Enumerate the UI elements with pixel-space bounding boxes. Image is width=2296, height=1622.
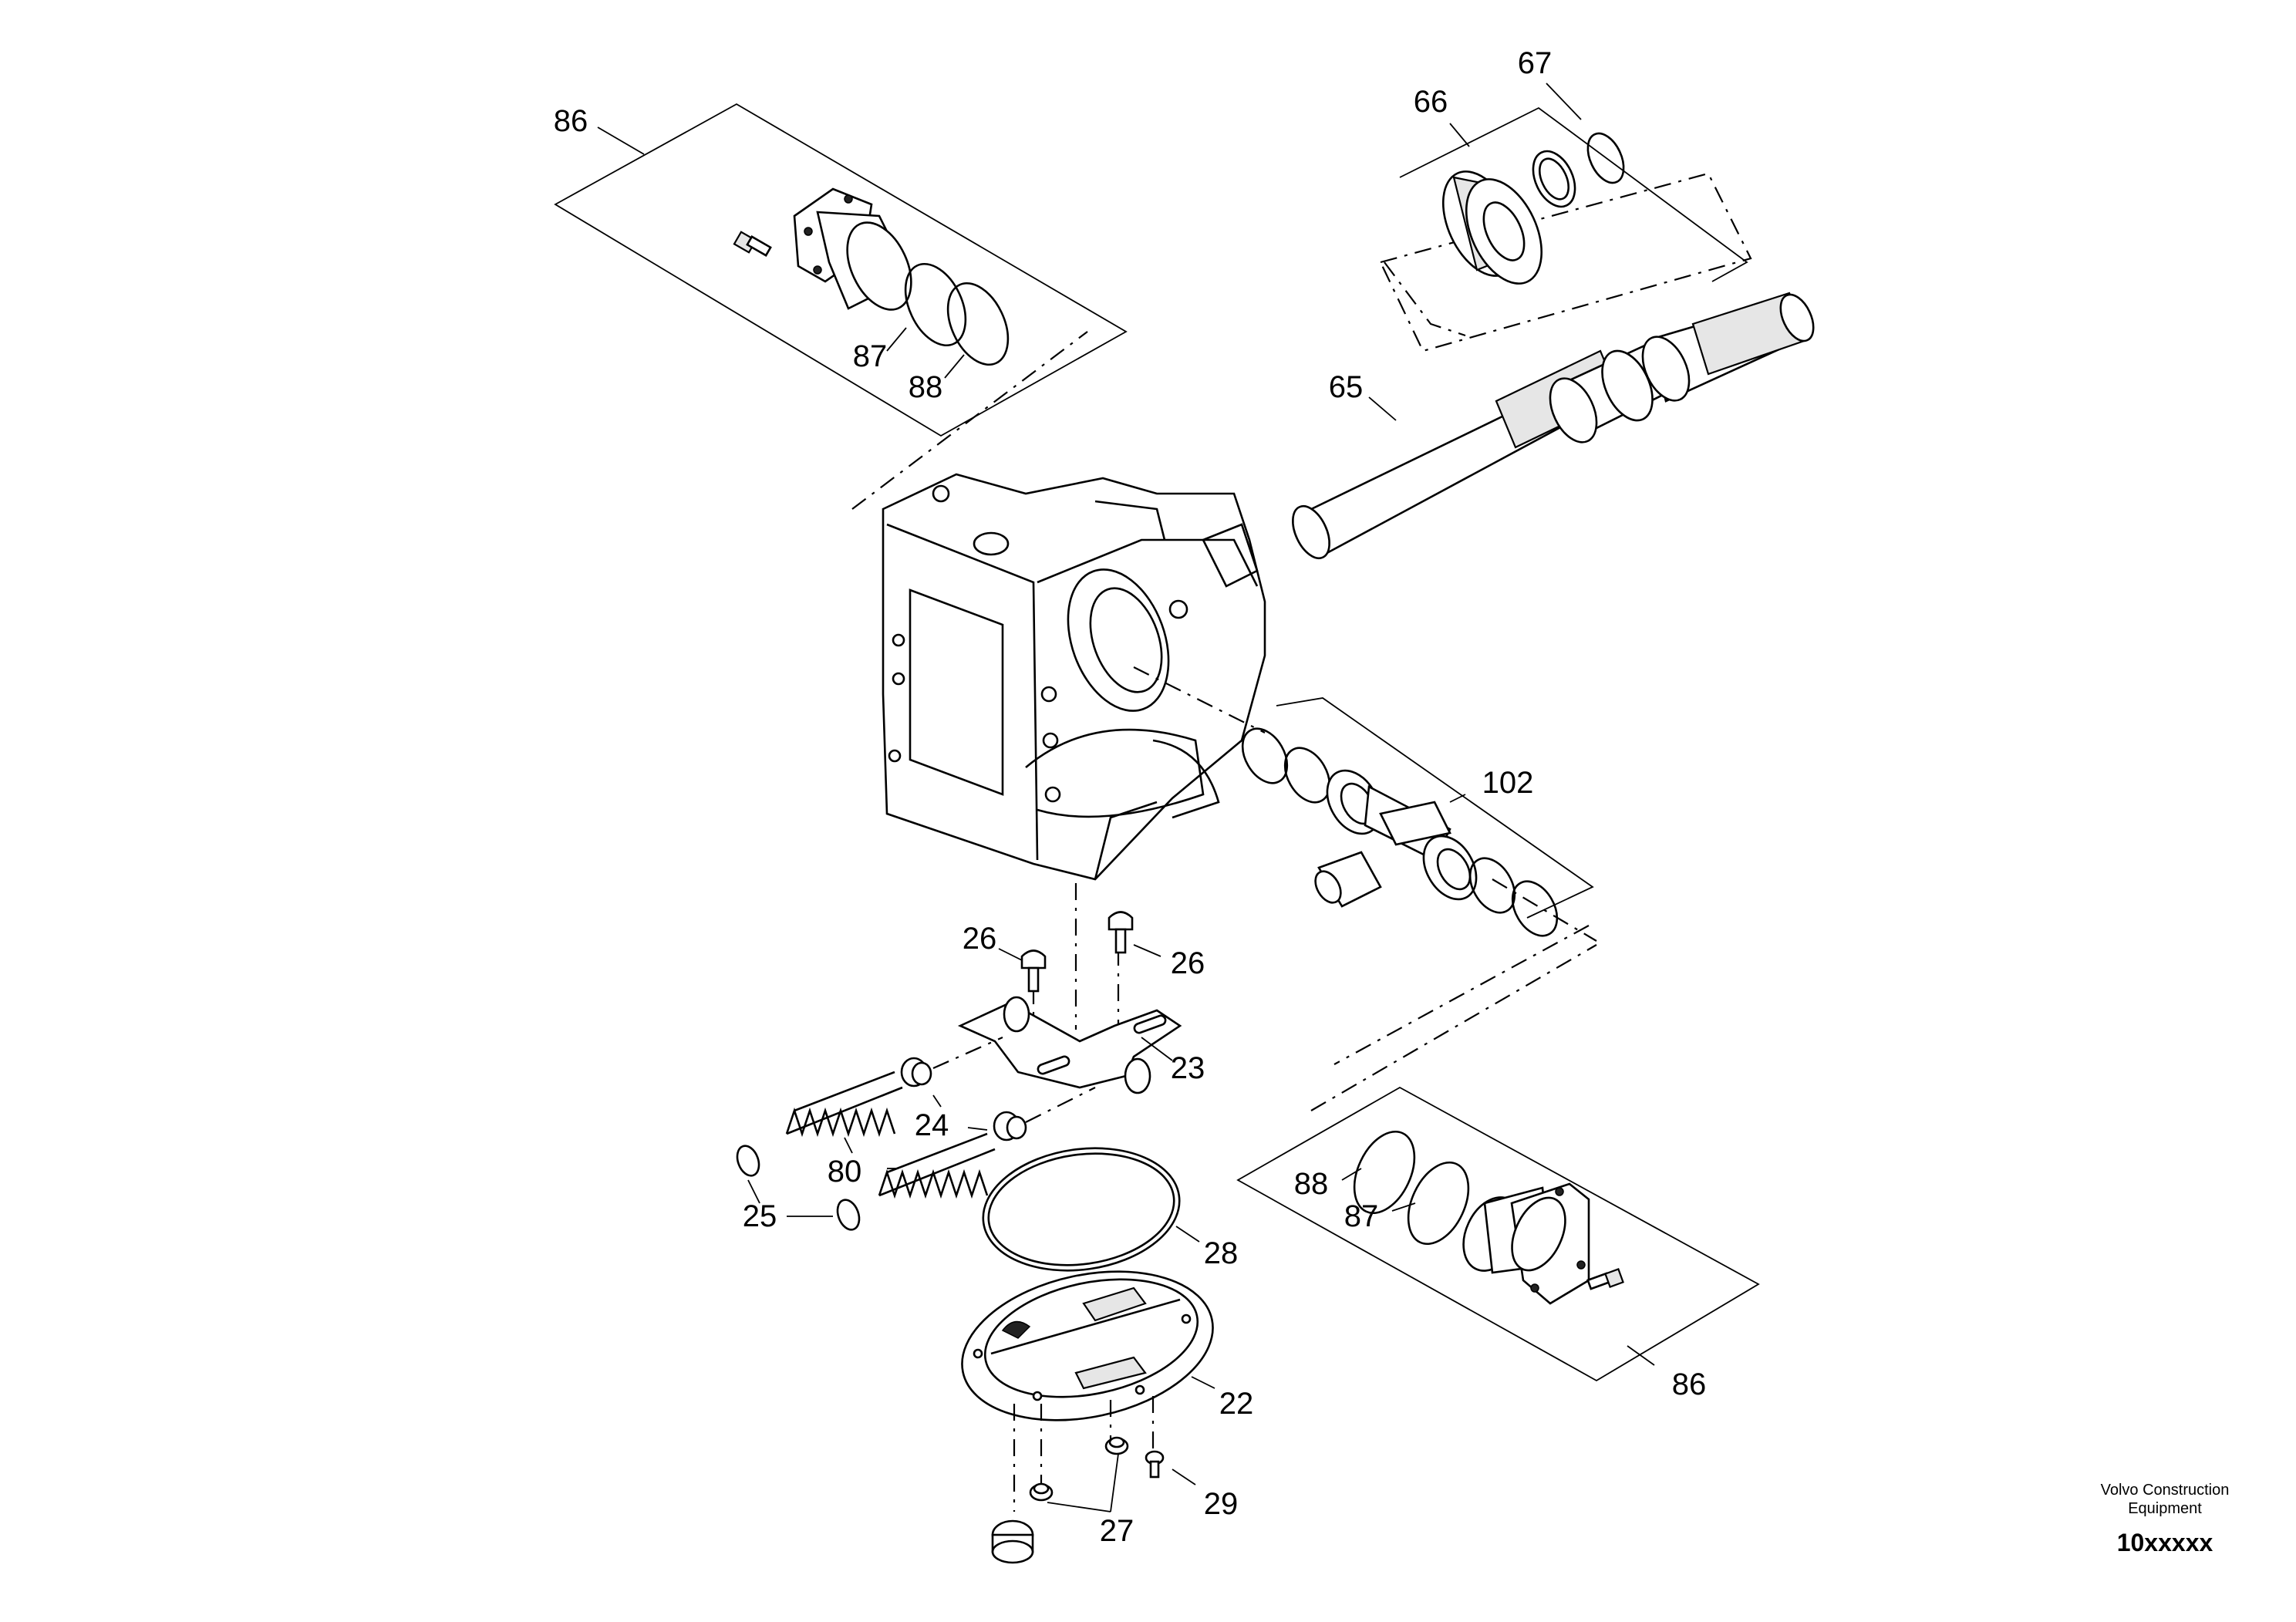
callout-88-top: 88 [909,370,943,404]
o-ring-102a [1241,727,1289,784]
plug-24-lower [993,1087,1096,1141]
callout-102: 102 [1482,766,1534,800]
rings-25: 25 [736,1145,861,1233]
callout-86-bottom: 86 [1672,1367,1707,1401]
spring-80-lower [878,1132,996,1199]
plug-24-upper [900,1036,1003,1088]
callout-65: 65 [1329,370,1364,404]
drive-shaft-65: 65 [1292,292,1815,560]
brand-line-2: Equipment [2128,1500,2202,1517]
screw-29 [1145,1450,1165,1479]
assembly-86-top: 86 87 88 [554,103,1128,437]
o-ring-87-bottom [1407,1161,1470,1246]
plug-27-small-left [1029,1482,1054,1502]
diagram-code: 10xxxxx [2116,1529,2213,1556]
callout-26-left: 26 [963,922,997,956]
ring-25-upper [736,1145,760,1177]
springs-80: 80 [785,1071,996,1199]
callout-67: 67 [1518,46,1553,80]
o-ring-87 [904,262,967,347]
o-ring-102c [1468,857,1516,914]
callout-87-bottom: 87 [1344,1199,1379,1233]
brand-line-1: Volvo Construction [2100,1482,2230,1499]
callout-27: 27 [1100,1514,1135,1548]
callout-86-top: 86 [554,104,588,138]
screw-26-right [1108,911,1134,954]
assembly-66-bearing: 66 67 [1379,46,1752,352]
large-o-ring-part [982,1147,1181,1272]
flange-cap-bottom-part [1462,1182,1590,1305]
callout-88-bottom: 88 [1294,1167,1329,1201]
ring-25-lower [836,1199,861,1231]
o-ring-88-bottom [1353,1130,1416,1215]
callout-frame-86-top [554,103,1128,437]
flange-cap-part [793,187,912,311]
callout-28: 28 [1204,1236,1239,1270]
callout-25: 25 [743,1199,777,1233]
callout-80: 80 [828,1155,862,1189]
screw-26-left [1020,949,1047,993]
callout-29: 29 [1204,1487,1239,1521]
drain-plug-part [991,1519,1034,1564]
o-ring-28: 28 [982,1147,1239,1272]
cover-22: 22 [961,1270,1254,1421]
shaft-dash-frame [1379,172,1752,352]
o-ring-88 [946,282,1010,366]
plug-27-small-right [1104,1436,1129,1455]
callout-frame-86-bottom [1236,1086,1760,1382]
fasteners-27-29: 27 29 [991,1396,1239,1564]
spring-80-upper [785,1071,903,1138]
callout-23: 23 [1171,1051,1205,1085]
bolt-bottom-part [1586,1268,1624,1290]
washer-part [1532,150,1576,208]
callout-24: 24 [915,1108,949,1142]
callout-87-top: 87 [853,339,888,373]
callout-66: 66 [1414,85,1448,119]
o-ring-102d [1511,880,1559,937]
assembly-23: 26 26 23 24 [900,911,1205,1142]
brand-block: Volvo Construction Equipment 10xxxxx [2034,1481,2296,1557]
callout-22: 22 [1219,1387,1254,1421]
snap-ring-67 [1586,132,1625,184]
assembly-102: 102 [1133,666,1597,1065]
callout-26-right: 26 [1171,946,1205,980]
pump-housing [851,331,1266,1030]
bolt-part [733,231,772,257]
assembly-86-bottom: 88 87 86 [1236,944,1760,1401]
o-ring-102b [1283,747,1331,804]
